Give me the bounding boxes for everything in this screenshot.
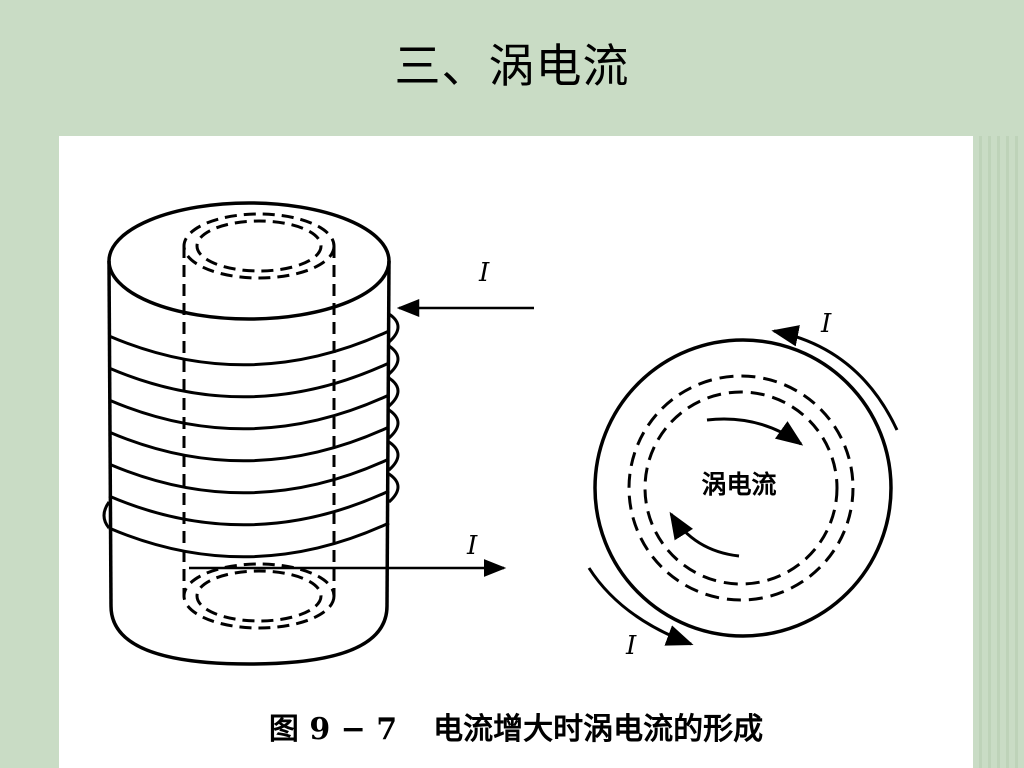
figure-panel: I I I I 涡电流 图 9 − 7 电流增大时涡电流的形成 [59, 136, 973, 768]
cross-section-outline [593, 338, 893, 638]
eddy-ring-outer [627, 374, 855, 602]
figure-caption: 图 9 − 7 电流增大时涡电流的形成 [59, 704, 973, 748]
side-decoration [973, 136, 1024, 768]
current-label-in: I [478, 258, 490, 288]
figure-number: 图 9 − 7 [268, 712, 398, 747]
eddy-current-label: 涡电流 [701, 470, 776, 499]
outer-current-arc-bottom [587, 567, 694, 646]
current-label-bottom-left: I [625, 631, 637, 661]
current-label-top-right: I [820, 309, 832, 339]
inner-dashed-tube [182, 212, 336, 630]
eddy-current-diagram: I I I I 涡电流 [102, 201, 899, 666]
eddy-ring-inner [643, 390, 839, 586]
current-label-out: I [466, 531, 478, 561]
cylinder-bottom [109, 605, 389, 666]
cross-section [587, 325, 899, 646]
slide-title: 三、涡电流 [394, 39, 630, 93]
eddy-arrow-bottom [669, 511, 740, 558]
cylinder-top [107, 201, 391, 321]
eddy-arrow-top [706, 417, 804, 446]
outer-current-arc-top [771, 325, 899, 431]
figure-caption-text: 电流增大时涡电流的形成 [433, 712, 764, 747]
cylinder-coil [102, 201, 400, 666]
coil-windings [102, 312, 400, 559]
